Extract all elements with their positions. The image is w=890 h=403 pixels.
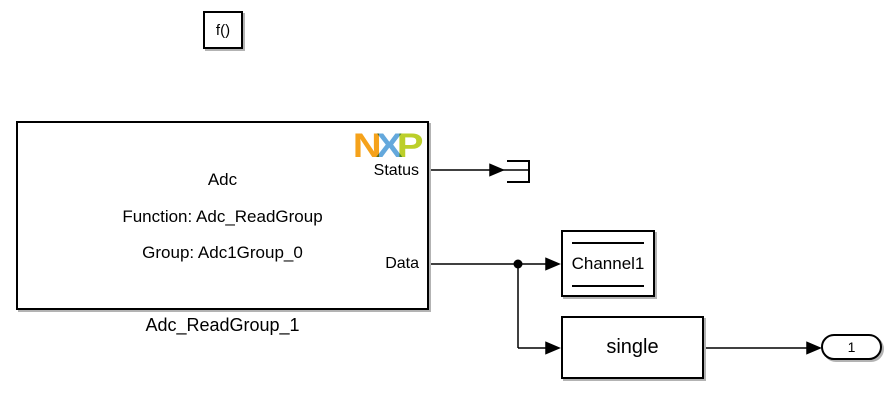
cast-output-wire[interactable] xyxy=(704,341,822,355)
nxp-logo-icon: N X P xyxy=(352,127,424,165)
adc-group-line: Group: Adc1Group_0 xyxy=(142,243,303,262)
cast-label: single xyxy=(606,336,659,358)
arrowhead-icon xyxy=(806,341,822,355)
adc-block-name: Adc xyxy=(207,170,238,189)
adc-function-line: Function: Adc_ReadGroup xyxy=(122,207,323,226)
output-port-data: Data xyxy=(385,255,419,272)
output-port-status: Status xyxy=(373,162,419,179)
datastore-label: Channel1 xyxy=(571,253,645,273)
data-store-write-block[interactable]: Channel1 xyxy=(561,230,655,297)
status-wire[interactable] xyxy=(430,160,530,183)
arrowhead-icon xyxy=(545,257,561,271)
arrowhead-icon xyxy=(489,163,505,177)
data-wire[interactable] xyxy=(430,257,561,355)
data-type-conversion-block[interactable]: single xyxy=(561,316,704,379)
adc-block-caption: Adc_ReadGroup_1 xyxy=(145,315,300,335)
trigger-label: f() xyxy=(215,21,231,39)
function-call-trigger-block[interactable]: f() xyxy=(203,11,243,49)
terminator-icon[interactable] xyxy=(507,160,530,183)
datastore-bottom-rule xyxy=(572,285,644,287)
outport-block[interactable]: 1 xyxy=(821,334,882,360)
arrowhead-icon xyxy=(545,341,561,355)
adc-readgroup-block[interactable]: N X P Adc Function: Adc_ReadGroup Group:… xyxy=(16,121,429,310)
datastore-top-rule xyxy=(572,242,644,244)
outport-label: 1 xyxy=(847,339,856,355)
